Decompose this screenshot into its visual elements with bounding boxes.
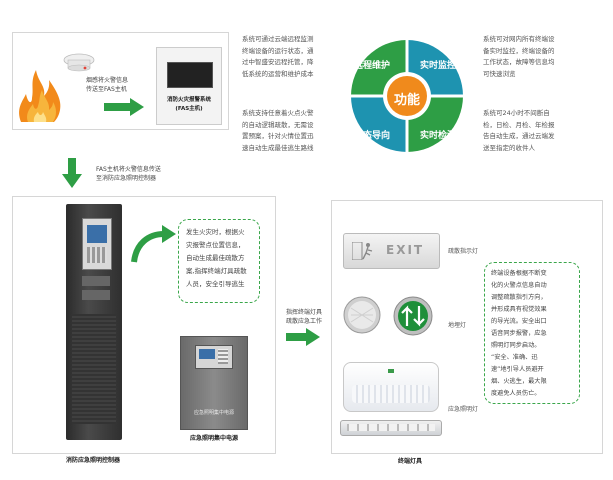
emergency-light-label: 应急照明灯 [448,406,479,413]
ground-lamp-label: 地埋灯 [448,322,467,329]
sign-label: 疏散指示灯 [448,248,479,255]
fire-response-callout: 发生火灾时，根据火 灾报警点位置信息， 自动生成最佳疏散方 案,指挥终端灯具疏散… [178,219,260,303]
arrow-right-icon [104,98,144,116]
cabinet-module-2 [82,290,110,300]
cabinet-vent [72,314,116,424]
ground-lamp-plain [343,296,381,334]
tube-lamp-segments [347,424,435,431]
quadrant-dynamic-guidance: 动态导向 [354,131,391,141]
fas-box-title: 消防火灾报警系统 (FAS主机) [166,97,211,112]
running-man-icon [352,242,373,260]
power-keys [218,349,228,364]
dynamic-guidance-text: 系统支持任意着火点火警 的自动逻辑疏散，无需设 置预案，针对火情位置迅 速自动生… [242,109,314,152]
terminal-response-callout: 终端设备根据不断变 化的火警点信息自动 调整疏散指引方向， 并形成具有视觉效果 … [484,262,580,404]
fas-host-box: 消防火灾报警系统 (FAS主机) [156,47,222,125]
middle-caption: 指挥终端灯具 疏散应急工作 [286,309,323,325]
down-caption: FAS主机将火警信息传送 至消防应急照明控制器 [96,166,161,182]
emergency-light-led [388,369,394,373]
quadrant-realtime-monitor: 实时监控 [420,61,457,71]
realtime-check-text: 系统可24小时不间断自 检，日检、月检、年检报 告自动生成，通过云端发 送至指定… [483,109,555,152]
quadrant-realtime-check: 实时检测 [420,131,457,141]
controller-cabinet [66,204,122,440]
ground-lamp-arrows [393,296,433,336]
terminal-panel-label: 终端灯具 [397,458,422,465]
tube-lamp [340,420,442,436]
cabinet-display [82,218,112,270]
realtime-monitor-text: 系统可对网内所有终端设 备实时监控，终端设备的 工作状态，故障等信息均 可快速浏… [483,35,555,78]
function-center-label: 功能 [393,93,420,108]
exit-sign: EXIT [343,233,440,269]
arrow-down-icon [62,158,82,188]
fas-screen [167,62,213,88]
power-display [195,345,233,369]
sensor-caption: 烟感将火警信息 传送至FAS主机 [86,77,129,93]
cabinet-screen [87,225,107,243]
emergency-power-unit: 应急照明集中电源 [180,336,248,430]
curved-arrow-icon [131,225,176,263]
terminal-response-text: 终端设备根据不断变 化的火警点信息自动 调整疏散指引方向， 并形成具有视觉效果 … [491,270,547,397]
power-screen [199,349,215,359]
fire-response-text: 发生火灾时，根据火 灾报警点位置信息， 自动生成最佳疏散方 案,指挥终端灯具疏散… [186,228,247,288]
function-circle [347,36,467,156]
cabinet-module-1 [82,276,110,286]
power-label: 应急照明集中电源 [189,435,238,442]
smoke-detector-icon [63,53,95,72]
quadrant-remote-maintenance: 远程维护 [354,61,391,71]
remote-maintenance-text: 系统可通过云端远程监测 终端设备的运行状态，通 过中智盛安远程托管，降 低系统的… [242,35,314,78]
cabinet-keys [87,247,107,263]
emergency-light-diffuser [352,385,430,403]
power-screen-label: 应急照明集中电源 [193,410,234,416]
emergency-light [343,362,439,412]
fire-icon [19,70,61,122]
arrow-right-icon-2 [286,328,320,346]
exit-sign-text: EXIT [386,243,425,257]
controller-label: 消防应急照明控制器 [65,457,120,464]
